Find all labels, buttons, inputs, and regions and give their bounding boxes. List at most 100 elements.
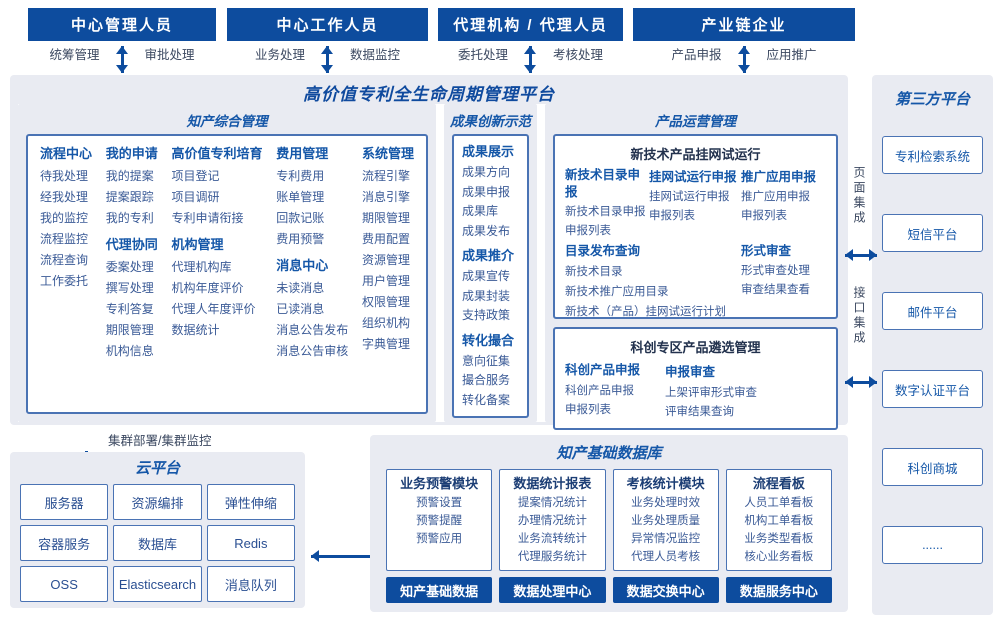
double-arrow-vertical-icon (524, 46, 537, 73)
module-column: 流程中心 待我处理经我处理我的监控流程监控流程查询工作委托 (40, 144, 92, 404)
menu-item: 我的提案 (105, 169, 154, 183)
db-module-title: 考核统计模块 (626, 476, 705, 491)
menu-item: 专利费用 (276, 169, 325, 183)
menu-item: 撰写处理 (105, 281, 154, 295)
user-group-industry-chain: 产业链企业 产品申报 应用推广 (633, 8, 855, 73)
menu-item: 机构信息 (105, 344, 154, 358)
menu-item: 我的监控 (40, 211, 89, 225)
module-group-title: 流程中心 (40, 146, 93, 161)
menu-item: 新技术推广应用目录 (565, 286, 669, 298)
cluster-label: 集群部署/集群监控 (108, 434, 212, 448)
module-group-title: 科创产品申报 (565, 363, 641, 377)
menu-item: 账单管理 (276, 190, 325, 204)
menu-item: 成果发布 (462, 223, 511, 238)
db-module-item: 办理情况统计 (517, 515, 587, 527)
menu-item: 成果宣传 (462, 269, 511, 283)
menu-item: 评审结果查询 (665, 406, 734, 418)
menu-item: 消息引擎 (361, 190, 410, 204)
db-module-item: 代理人员考核 (631, 551, 701, 563)
db-module-item: 人员工单看板 (744, 497, 814, 509)
menu-item: 已读消息 (276, 302, 325, 316)
module-group-title: 目录发布查询 (565, 244, 641, 258)
db-module-item: 业务流转统计 (517, 533, 587, 545)
module-group-title: 转化撮合 (462, 332, 515, 348)
menu-item: 成果申报 (462, 184, 511, 199)
box-title: 科创专区产品遴选管理 (630, 340, 761, 355)
menu-item: 资源管理 (361, 253, 410, 267)
menu-item: 费用预警 (276, 232, 325, 246)
interface-integration-label: 接口集成 (852, 286, 866, 346)
double-arrow-vertical-icon (321, 46, 334, 73)
user-group-role-label: 产品申报 (671, 48, 722, 62)
module-group-title: 代理协同 (105, 237, 158, 252)
module-column: 高价值专利培育 项目登记项目调研专利申请衔接 机构管理 代理机构库机构年度评价代… (171, 144, 262, 404)
module-group-title: 成果推介 (462, 248, 515, 263)
double-arrow-horizontal-icon (845, 376, 877, 389)
menu-item: 经我处理 (40, 190, 89, 204)
menu-item: 专利申请衔接 (171, 211, 244, 225)
section-product-operation: 产品运营管理 新技术产品挂网试运行 新技术目录申报 新技术目录申报申报列表 挂网… (545, 104, 846, 430)
menu-item: 流程监控 (40, 232, 89, 246)
section-achievement: 成果创新示范 成果展示 成果方向成果申报成果库成果发布 成果推介 成果宣传成果封… (444, 104, 537, 422)
module-group-title: 挂网试运行申报 (649, 170, 737, 184)
menu-item: 撮合服务 (462, 373, 511, 387)
module-group-title: 高价值专利培育 (171, 146, 263, 161)
db-module: 业务预警模块 预警设置预警提醒预警应用 (386, 469, 493, 571)
third-party-system: 数字认证平台 (882, 370, 983, 408)
trial-run-box: 新技术产品挂网试运行 新技术目录申报 新技术目录申报申报列表 挂网试运行申报 挂… (553, 134, 838, 319)
menu-item: 回款记账 (276, 211, 325, 225)
module-group-title: 成果展示 (462, 144, 515, 159)
ip-management-box: 流程中心 待我处理经我处理我的监控流程监控流程查询工作委托 我的申请 我的提案提… (26, 134, 428, 414)
menu-item: 委案处理 (105, 260, 154, 274)
module-group-title: 机构管理 (171, 237, 224, 252)
cloud-service: Elasticsearch (113, 566, 202, 602)
menu-item: 上架评审形式审查 (665, 387, 757, 399)
cloud-service: 弹性伸缩 (206, 484, 295, 520)
db-module-title: 业务预警模块 (400, 476, 479, 491)
platform-title: 高价值专利全生命周期管理平台 (303, 85, 555, 104)
menu-item: 申报列表 (741, 210, 787, 222)
module-group-title: 系统管理 (361, 146, 414, 161)
menu-item: 消息公告发布 (276, 323, 349, 337)
module-group-title: 消息中心 (276, 258, 329, 273)
db-module-item: 预警应用 (416, 533, 463, 545)
module-group-title: 新技术目录申报 (565, 168, 641, 199)
third-party-title: 第三方平台 (894, 91, 970, 108)
cloud-service: 服务器 (20, 484, 109, 520)
menu-item: 我的专利 (105, 211, 154, 225)
data-center-bar: 数据服务中心 (725, 577, 832, 603)
menu-item: 新技术（产品）挂网试运行计划 (565, 306, 726, 318)
db-module: 考核统计模块 业务处理时效业务处理质量异常情况监控代理人员考核 (612, 469, 719, 571)
menu-item: 代理人年度评价 (171, 302, 256, 316)
db-module-title: 流程看板 (752, 476, 805, 491)
third-party-system: 科创商城 (882, 448, 983, 486)
achievement-box: 成果展示 成果方向成果申报成果库成果发布 成果推介 成果宣传成果封装支持政策 转… (452, 134, 529, 418)
module-group-title: 申报审查 (665, 365, 716, 379)
menu-item: 机构年度评价 (171, 281, 244, 295)
menu-item: 费用配置 (361, 232, 410, 246)
menu-item: 项目登记 (171, 169, 220, 183)
menu-item: 新技术目录 (565, 266, 623, 278)
db-module-item: 业务类型看板 (744, 533, 814, 545)
data-center-bar: 数据处理中心 (499, 577, 606, 603)
db-module-item: 提案情况统计 (517, 497, 587, 509)
user-group-center-staff: 中心工作人员 业务处理 数据监控 (227, 8, 428, 73)
user-group-role-label: 审批处理 (144, 48, 195, 62)
menu-item: 提案跟踪 (105, 190, 154, 204)
section-title: 知产综合管理 (186, 114, 268, 129)
double-arrow-vertical-icon (115, 46, 129, 73)
platform-container: 高价值专利全生命周期管理平台 知产综合管理 流程中心 待我处理经我处理我的监控流… (10, 75, 848, 430)
ip-database-panel: 知产基础数据库 业务预警模块 预警设置预警提醒预警应用 数据统计报表 提案情况统… (370, 435, 848, 612)
sci-tech-selection-box: 科创专区产品遴选管理 科创产品申报 科创产品申报申报列表 申报审查 上架评审形式… (553, 327, 838, 430)
menu-item: 转化备案 (462, 392, 511, 407)
user-group-role-label: 委托处理 (457, 48, 508, 62)
menu-item: 未读消息 (276, 281, 325, 295)
cloud-service: OSS (20, 566, 109, 602)
user-group-role-label: 应用推广 (766, 48, 817, 62)
menu-item: 项目调研 (171, 190, 220, 204)
db-module-item: 业务处理时效 (631, 497, 701, 509)
menu-item: 申报列表 (565, 404, 611, 416)
menu-item: 工作委托 (40, 274, 89, 288)
db-module-item: 业务处理质量 (631, 515, 701, 527)
